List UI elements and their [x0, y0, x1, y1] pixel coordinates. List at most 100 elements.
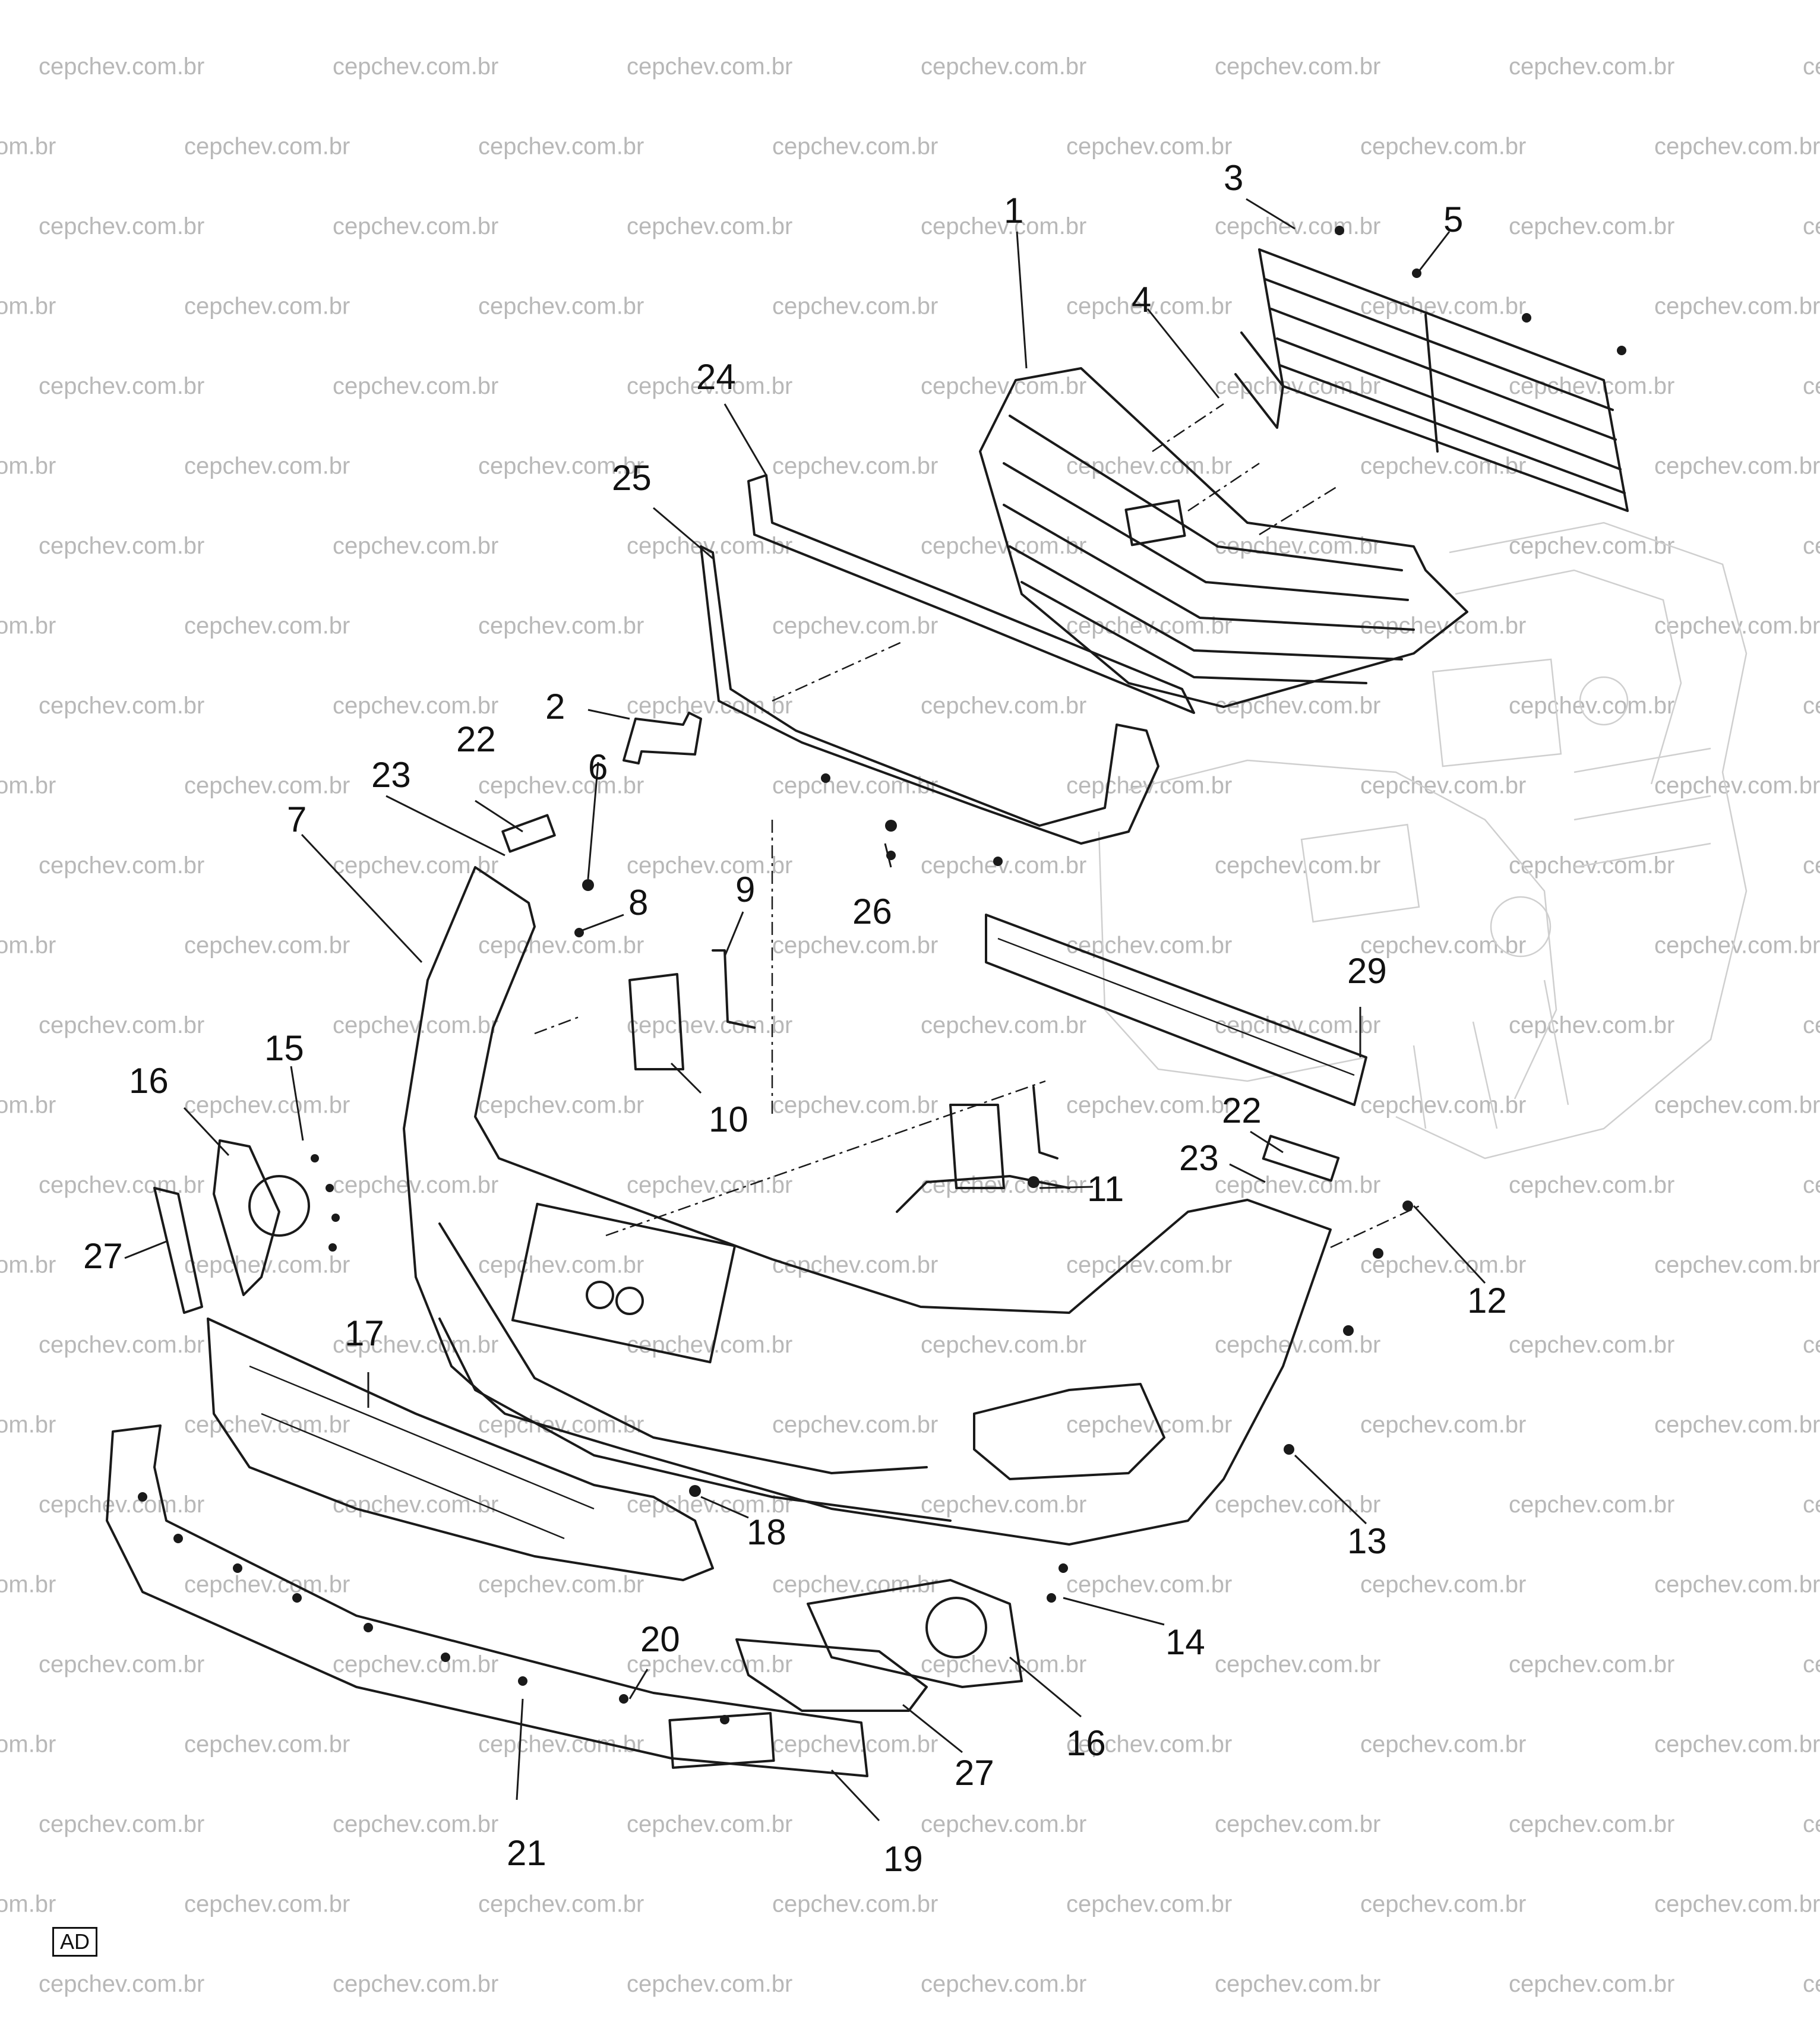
watermark-text: cepchev.com.br	[333, 1971, 498, 1997]
watermark-text: cepchev.com.br	[1509, 1012, 1674, 1038]
watermark-text: cepchev.com.br	[1803, 693, 1820, 719]
callout-11: 11	[1087, 1169, 1124, 1209]
watermark-text: cepchev.com.br	[1066, 1252, 1232, 1278]
watermark-text: cepchev.com.br	[478, 1412, 644, 1438]
callout-26: 26	[852, 892, 892, 931]
watermark-text: cepchev.com.br	[1654, 453, 1820, 479]
watermark-text: cepchev.com.br	[1654, 134, 1820, 160]
callout-22-right: 22	[1222, 1091, 1262, 1130]
watermark-text: cepchev.com.br	[1509, 373, 1674, 399]
watermark-text: cepchev.com.br	[772, 1092, 938, 1119]
watermark-text: cepchev.com.br	[1066, 1092, 1232, 1119]
watermark-text: cepchev.com.br	[1360, 1252, 1526, 1278]
callout-18: 18	[747, 1512, 786, 1552]
left-fog-lamp	[153, 1139, 310, 1314]
watermark-text: cepchev.com.br	[627, 693, 792, 719]
watermark-text: cepchev.com.br	[627, 213, 792, 239]
watermark-text: cepchev.com.br	[1803, 373, 1820, 399]
watermark-text: cepchev.com.br	[1360, 773, 1526, 799]
watermark-text: cepchev.com.br	[772, 293, 938, 320]
watermark-text: cepchev.com.br	[772, 1572, 938, 1598]
watermark-text: cepchev.com.br	[1215, 852, 1380, 879]
fasteners	[138, 226, 1626, 1724]
engine-bay-ghost	[1098, 522, 1748, 1160]
watermark-text: cepchev.com.br	[1803, 1651, 1820, 1677]
callout-19: 19	[883, 1839, 923, 1879]
watermark-text: cepchev.com.br	[333, 1492, 498, 1518]
watermark-text: cepchev.com.br	[1215, 213, 1380, 239]
watermark-text: cepchev.com.br	[478, 1572, 644, 1598]
watermark-text: cepchev.com.br	[0, 453, 56, 479]
callout-3: 3	[1224, 158, 1243, 198]
watermark-text: cepchev.com.br	[1066, 1412, 1232, 1438]
watermark-text: cepchev.com.br	[0, 773, 56, 799]
watermark-text: cepchev.com.br	[1215, 533, 1380, 559]
watermark-text: cepchev.com.br	[1509, 1811, 1674, 1837]
callout-14: 14	[1165, 1622, 1205, 1662]
guide-brackets	[501, 814, 1340, 1182]
watermark-text: cepchev.com.br	[478, 1891, 644, 1917]
watermark-text: cepchev.com.br	[921, 373, 1086, 399]
watermark-text: cepchev.com.br	[921, 1012, 1086, 1038]
watermark-text: cepchev.com.br	[627, 53, 792, 80]
watermark-text: cepchev.com.br	[1215, 693, 1380, 719]
watermark-text: cepchev.com.br	[333, 852, 498, 879]
watermark-text: cepchev.com.br	[1803, 1811, 1820, 1837]
watermark-text: cepchev.com.br	[1066, 1732, 1232, 1758]
watermark-text: cepchev.com.br	[1066, 293, 1232, 320]
watermark-text: cepchev.com.br	[1654, 1252, 1820, 1278]
watermark-text: cepchev.com.br	[1803, 213, 1820, 239]
callout-1: 1	[1004, 191, 1023, 230]
watermark-text: cepchev.com.br	[1509, 693, 1674, 719]
watermark-text: cepchev.com.br	[39, 1332, 204, 1358]
callout-9: 9	[735, 870, 755, 909]
watermark-text: cepchev.com.br	[1509, 1172, 1674, 1198]
watermark-text: cepchev.com.br	[921, 1492, 1086, 1518]
watermark-text: cepchev.com.br	[478, 773, 644, 799]
callout-6: 6	[588, 747, 608, 787]
watermark-text: cepchev.com.br	[1360, 933, 1526, 959]
lower-valance	[106, 1424, 868, 1777]
watermark-text: cepchev.com.br	[0, 1572, 56, 1598]
watermark-text: cepchev.com.br	[627, 1651, 792, 1677]
watermark-text: cepchev.com.br	[39, 53, 204, 80]
watermark-text: cepchev.com.br	[1215, 1332, 1380, 1358]
grille-molding	[700, 474, 1195, 845]
watermark-text: cepchev.com.br	[772, 1412, 938, 1438]
watermark-text: cepchev.com.br	[772, 773, 938, 799]
watermark-text: cepchev.com.br	[772, 134, 938, 160]
callout-24: 24	[696, 357, 736, 397]
watermark-grid: cepchev.com.br cepchev.com.br cepchev.com.…	[0, 53, 1820, 1997]
callout-21: 21	[507, 1833, 546, 1873]
lower-grille	[207, 1318, 714, 1581]
callout-22-left: 22	[456, 719, 496, 759]
assembly-lines	[534, 403, 1420, 1249]
watermark-text: cepchev.com.br	[1215, 1971, 1380, 1997]
watermark-text: cepchev.com.br	[772, 453, 938, 479]
watermark-text: cepchev.com.br	[333, 53, 498, 80]
watermark-text: cepchev.com.br	[478, 453, 644, 479]
callout-25: 25	[612, 458, 652, 498]
watermark-text: cepchev.com.br	[1803, 852, 1820, 879]
watermark-text: cepchev.com.br	[184, 1572, 350, 1598]
watermark-text: cepchev.com.br	[39, 852, 204, 879]
watermark-text: cepchev.com.br	[1360, 613, 1526, 639]
watermark-text: cepchev.com.br	[0, 1732, 56, 1758]
watermark-text: cepchev.com.br	[0, 1891, 56, 1917]
watermark-text: cepchev.com.br	[39, 373, 204, 399]
watermark-text: cepchev.com.br	[184, 1092, 350, 1119]
watermark-text: cepchev.com.br	[627, 852, 792, 879]
watermark-text: cepchev.com.br	[333, 373, 498, 399]
watermark-text: cepchev.com.br	[39, 693, 204, 719]
callout-8: 8	[628, 883, 648, 922]
watermark-text: cepchev.com.br	[921, 693, 1086, 719]
watermark-text: cepchev.com.br	[184, 134, 350, 160]
bumper-reinforcement	[985, 914, 1367, 1106]
watermark-text: cepchev.com.br	[1360, 1572, 1526, 1598]
leader-lines	[124, 198, 1486, 1822]
watermark-text: cepchev.com.br	[627, 1012, 792, 1038]
watermark-text: cepchev.com.br	[1215, 1811, 1380, 1837]
watermark-text: cepchev.com.br	[921, 213, 1086, 239]
watermark-text: cepchev.com.br	[921, 53, 1086, 80]
callout-10: 10	[709, 1100, 748, 1139]
